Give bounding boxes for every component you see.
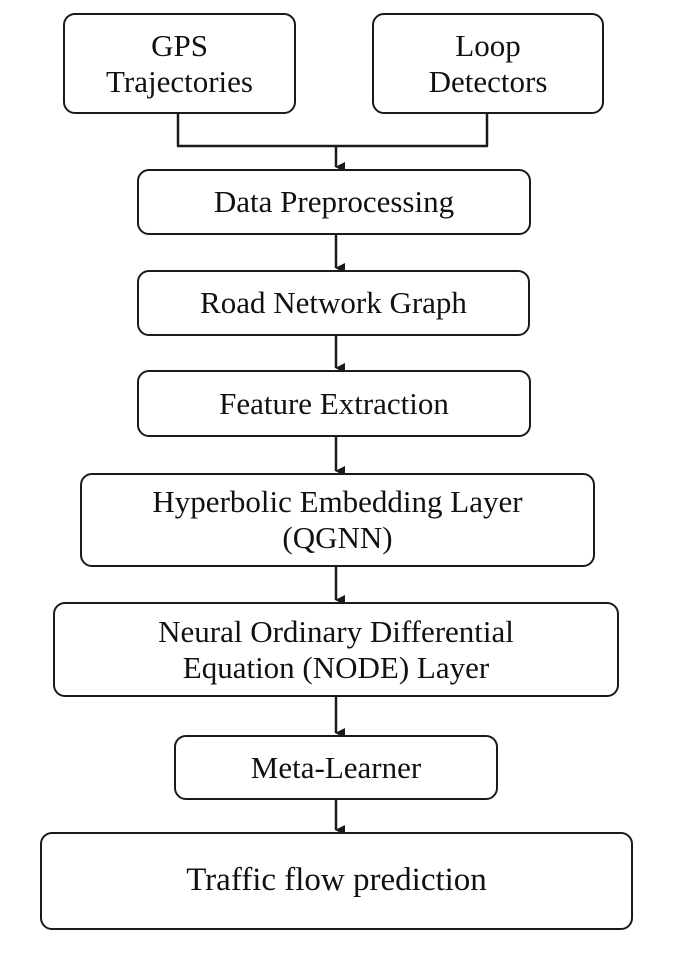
hyperbolic-embedding-box: Hyperbolic Embedding Layer (QGNN) — [80, 473, 595, 567]
hyperbolic-line-1: Hyperbolic Embedding Layer — [152, 484, 523, 520]
loop-line-2: Detectors — [428, 63, 548, 99]
node-layer-line-2: Equation (NODE) Layer — [182, 649, 490, 685]
gps-line-1: GPS — [151, 27, 208, 63]
road-graph-label: Road Network Graph — [200, 285, 467, 321]
loop-detectors-box: Loop Detectors — [372, 13, 604, 114]
feature-extraction-box: Feature Extraction — [137, 370, 531, 437]
meta-learner-box: Meta-Learner — [174, 735, 498, 800]
meta-label: Meta-Learner — [250, 749, 422, 785]
gps-line-2: Trajectories — [106, 63, 253, 99]
prediction-label: Traffic flow prediction — [186, 862, 487, 899]
traffic-flow-prediction-box: Traffic flow prediction — [40, 832, 633, 930]
node-layer-line-1: Neural Ordinary Differential — [158, 613, 514, 649]
preprocessing-label: Data Preprocessing — [213, 184, 455, 220]
road-network-graph-box: Road Network Graph — [137, 270, 530, 336]
node-layer-box: Neural Ordinary Differential Equation (N… — [53, 602, 619, 697]
gps-trajectories-box: GPS Trajectories — [63, 13, 296, 114]
loop-line-1: Loop — [455, 27, 521, 63]
hyperbolic-line-2: (QGNN) — [282, 520, 393, 555]
feature-label: Feature Extraction — [219, 385, 449, 421]
data-preprocessing-box: Data Preprocessing — [137, 169, 531, 235]
